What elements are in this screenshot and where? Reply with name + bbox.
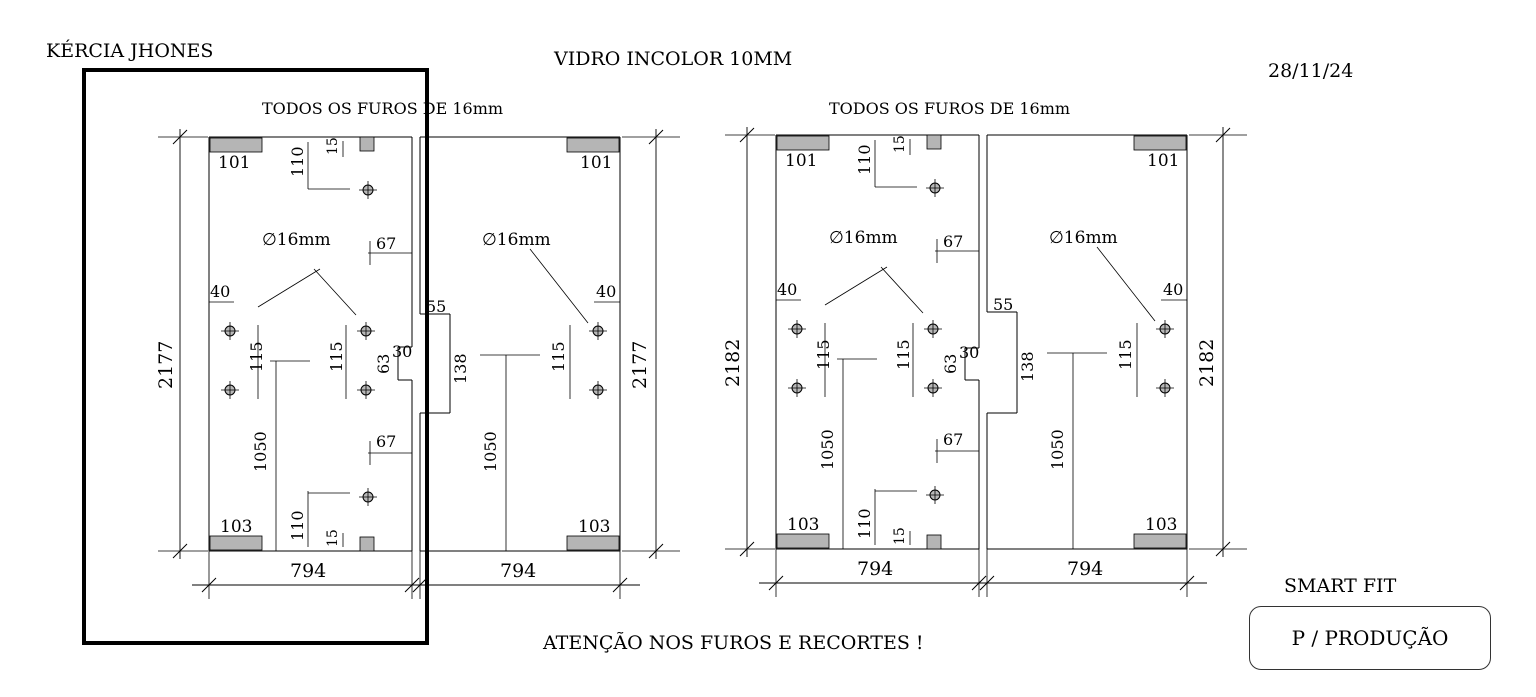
client-name: KÉRCIA JHONES bbox=[46, 40, 214, 62]
dim-1050-right-b: 1050 bbox=[1048, 429, 1067, 470]
hole-leader-left-b-a bbox=[313, 268, 357, 316]
hole-leader-left-b-b bbox=[880, 266, 924, 314]
hole-leader-left-a-b bbox=[824, 266, 888, 306]
hole-label-left-b: ∅16mm bbox=[829, 228, 898, 248]
dim-115-right-a: 115 bbox=[549, 341, 568, 372]
dim-55-a: 55 bbox=[426, 297, 446, 316]
dim-width-tick-a-b bbox=[768, 575, 784, 591]
dim-67-bottom-a: 67 bbox=[376, 432, 396, 451]
dim-height-right-tick-top-a bbox=[648, 129, 664, 145]
dim-width-tick-a-a bbox=[201, 577, 217, 593]
mount-top-label-left-a: 101 bbox=[218, 153, 250, 173]
mount-plate-bottom-left-b bbox=[776, 533, 830, 549]
dim-110-top-a: 110 bbox=[288, 146, 307, 177]
dim-67-bottom-b: 67 bbox=[943, 430, 963, 449]
dim-width-tick-c-b bbox=[979, 575, 995, 591]
width-label-left-b: 794 bbox=[857, 558, 893, 580]
mount-plate-top-right-a bbox=[566, 137, 620, 153]
dim-15-top-a: 15 bbox=[325, 137, 341, 155]
dim-width-tick-b-b bbox=[971, 575, 987, 591]
mount-top-label-right-b: 101 bbox=[1147, 151, 1179, 171]
dim-115-a-b: 115 bbox=[814, 339, 833, 370]
mount-top-label-right-a: 101 bbox=[580, 153, 612, 173]
company-name: SMART FIT bbox=[1284, 575, 1397, 597]
dim-63-a: 63 bbox=[374, 354, 393, 374]
dim-width-tick-b-a bbox=[404, 577, 420, 593]
mount-bottom-label-left-a: 103 bbox=[220, 517, 252, 537]
hole-leader-right-b bbox=[1096, 246, 1156, 322]
dim-55-b: 55 bbox=[993, 295, 1013, 314]
order-date: 28/11/24 bbox=[1268, 60, 1354, 82]
hole-label-left-a: ∅16mm bbox=[262, 230, 331, 250]
dim-67-top-a: 67 bbox=[376, 234, 396, 253]
hinge-cut-bottom-b bbox=[926, 534, 942, 550]
dim-138-a: 138 bbox=[451, 353, 470, 384]
dim-30-b: 30 bbox=[959, 343, 979, 362]
dim-40-right-b: 40 bbox=[1163, 280, 1183, 299]
production-stamp: P / PRODUÇÃO bbox=[1249, 606, 1491, 670]
width-label-right-b: 794 bbox=[1067, 558, 1103, 580]
dim-40-left-a: 40 bbox=[210, 282, 230, 301]
mount-plate-top-left-b bbox=[776, 135, 830, 151]
dim-height-left-tick-bottom-b bbox=[739, 541, 755, 557]
dim-1050-left-a: 1050 bbox=[251, 431, 270, 472]
height-label-right-a: 2177 bbox=[629, 341, 651, 389]
dim-40-right-a: 40 bbox=[596, 282, 616, 301]
dim-15-bottom-b: 15 bbox=[892, 527, 908, 545]
mount-plate-bottom-left-a bbox=[209, 535, 263, 551]
dim-height-left-tick-bottom-a bbox=[172, 543, 188, 559]
dim-height-left-tick-top-b bbox=[739, 127, 755, 143]
mount-plate-top-right-b bbox=[1133, 135, 1187, 151]
mount-bottom-label-right-a: 103 bbox=[578, 517, 610, 537]
dim-height-right-tick-top-b bbox=[1215, 127, 1231, 143]
dim-1050-right-a: 1050 bbox=[481, 431, 500, 472]
dim-40-left-b: 40 bbox=[777, 280, 797, 299]
dim-67-top-b: 67 bbox=[943, 232, 963, 251]
width-label-left-a: 794 bbox=[290, 560, 326, 582]
dim-width-tick-d-a bbox=[612, 577, 628, 593]
dim-30-a: 30 bbox=[392, 342, 412, 361]
height-label-left-a: 2177 bbox=[155, 341, 177, 389]
dim-115-a-a: 115 bbox=[247, 341, 266, 372]
hole-leader-right-a bbox=[529, 248, 589, 324]
dim-110-bottom-b: 110 bbox=[855, 508, 874, 539]
dim-height-right-tick-bottom-a bbox=[648, 543, 664, 559]
dim-1050-left-b: 1050 bbox=[818, 429, 837, 470]
glass-spec-title: VIDRO INCOLOR 10MM bbox=[554, 48, 793, 70]
mount-plate-top-left-a bbox=[209, 137, 263, 153]
dim-110-bottom-a: 110 bbox=[288, 510, 307, 541]
dim-63-b: 63 bbox=[941, 354, 960, 374]
warning-note: ATENÇÃO NOS FUROS E RECORTES ! bbox=[543, 632, 924, 654]
dim-height-right-tick-bottom-b bbox=[1215, 541, 1231, 557]
hole-leader-left-a-a bbox=[257, 268, 321, 308]
mount-bottom-label-left-b: 103 bbox=[787, 515, 819, 535]
height-label-right-b: 2182 bbox=[1196, 339, 1218, 387]
height-label-left-b: 2182 bbox=[722, 339, 744, 387]
hinge-cut-top-a bbox=[359, 136, 375, 152]
width-label-right-a: 794 bbox=[500, 560, 536, 582]
dim-115-b-a: 115 bbox=[327, 341, 346, 372]
mount-top-label-left-b: 101 bbox=[785, 151, 817, 171]
dim-138-b: 138 bbox=[1018, 351, 1037, 382]
dim-width-tick-c-a bbox=[412, 577, 428, 593]
dim-15-bottom-a: 15 bbox=[325, 529, 341, 547]
dim-115-b-b: 115 bbox=[894, 339, 913, 370]
mount-plate-bottom-right-a bbox=[566, 535, 620, 551]
dim-height-left-tick-top-a bbox=[172, 129, 188, 145]
selection-frame bbox=[82, 68, 429, 645]
dim-110-top-b: 110 bbox=[855, 144, 874, 175]
dim-width-tick-d-b bbox=[1179, 575, 1195, 591]
hinge-cut-bottom-a bbox=[359, 536, 375, 552]
mount-plate-bottom-right-b bbox=[1133, 533, 1187, 549]
furos-note-a: TODOS OS FUROS DE 16mm bbox=[262, 99, 503, 118]
dim-115-right-b: 115 bbox=[1116, 339, 1135, 370]
hole-label-right-b: ∅16mm bbox=[1049, 228, 1118, 248]
dim-15-top-b: 15 bbox=[892, 135, 908, 153]
mount-bottom-label-right-b: 103 bbox=[1145, 515, 1177, 535]
furos-note-b: TODOS OS FUROS DE 16mm bbox=[829, 99, 1070, 118]
hole-label-right-a: ∅16mm bbox=[482, 230, 551, 250]
production-stamp-label: P / PRODUÇÃO bbox=[1291, 626, 1449, 650]
hinge-cut-top-b bbox=[926, 134, 942, 150]
